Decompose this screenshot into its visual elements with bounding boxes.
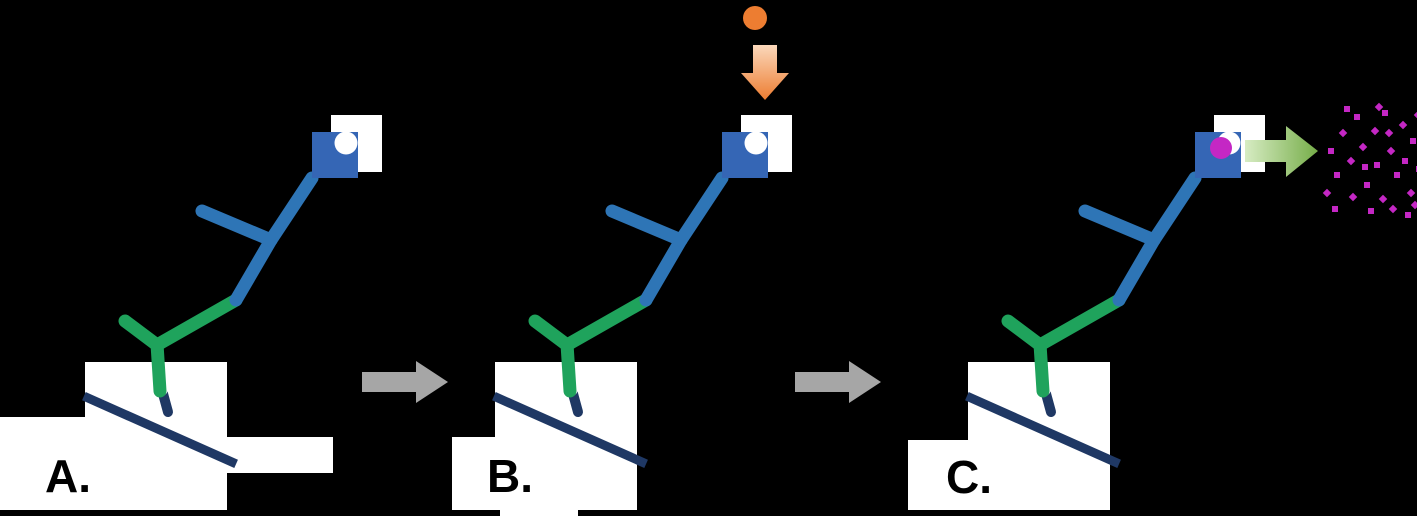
signal-dot bbox=[1364, 182, 1370, 188]
signal-dot bbox=[1386, 146, 1396, 156]
signal-dot bbox=[1334, 172, 1340, 178]
panel-a-side-patch bbox=[227, 437, 333, 473]
signal-dot bbox=[1332, 206, 1338, 212]
signal-dot bbox=[1370, 126, 1380, 136]
signal-dot bbox=[1378, 194, 1388, 204]
signal-dot bbox=[1322, 188, 1332, 198]
signal-dot bbox=[1374, 102, 1384, 112]
panel-a: A. bbox=[0, 115, 382, 510]
signal-dot bbox=[1346, 156, 1356, 166]
signal-dot bbox=[1384, 128, 1394, 138]
signal-dot bbox=[1388, 204, 1398, 214]
signal-dot bbox=[1410, 200, 1417, 210]
signal-dot bbox=[1406, 188, 1416, 198]
step-arrow-b-to-c bbox=[795, 361, 881, 403]
signal-dot bbox=[1348, 192, 1358, 202]
substrate-down-arrow-icon bbox=[741, 45, 789, 100]
panel-b: B. bbox=[452, 6, 792, 516]
panel-b-complex bbox=[495, 115, 792, 510]
panel-c-complex bbox=[968, 115, 1265, 510]
substrate-molecule-icon bbox=[743, 6, 767, 30]
panel-b-label: B. bbox=[487, 450, 533, 502]
signal-dot bbox=[1344, 106, 1350, 112]
signal-dot bbox=[1382, 110, 1388, 116]
panel-c-label: C. bbox=[946, 451, 992, 503]
step-arrow-a-to-b bbox=[362, 361, 448, 403]
signal-dot bbox=[1374, 162, 1380, 168]
signal-dot bbox=[1354, 114, 1360, 120]
signal-dot bbox=[1410, 138, 1416, 144]
panel-a-label: A. bbox=[45, 450, 91, 502]
signal-dot-scatter bbox=[1322, 102, 1417, 218]
signal-right-arrow-icon bbox=[1245, 126, 1318, 177]
signal-dot bbox=[1358, 142, 1368, 152]
signal-dot bbox=[1402, 158, 1408, 164]
bound-product-molecule-icon bbox=[1210, 137, 1232, 159]
signal-dot bbox=[1394, 172, 1400, 178]
panel-c: C. bbox=[908, 102, 1417, 510]
signal-dot bbox=[1368, 208, 1374, 214]
signal-dot bbox=[1362, 164, 1368, 170]
signal-dot bbox=[1328, 148, 1334, 154]
signal-dot bbox=[1405, 212, 1411, 218]
signal-dot bbox=[1398, 120, 1408, 130]
signal-dot bbox=[1338, 128, 1348, 138]
